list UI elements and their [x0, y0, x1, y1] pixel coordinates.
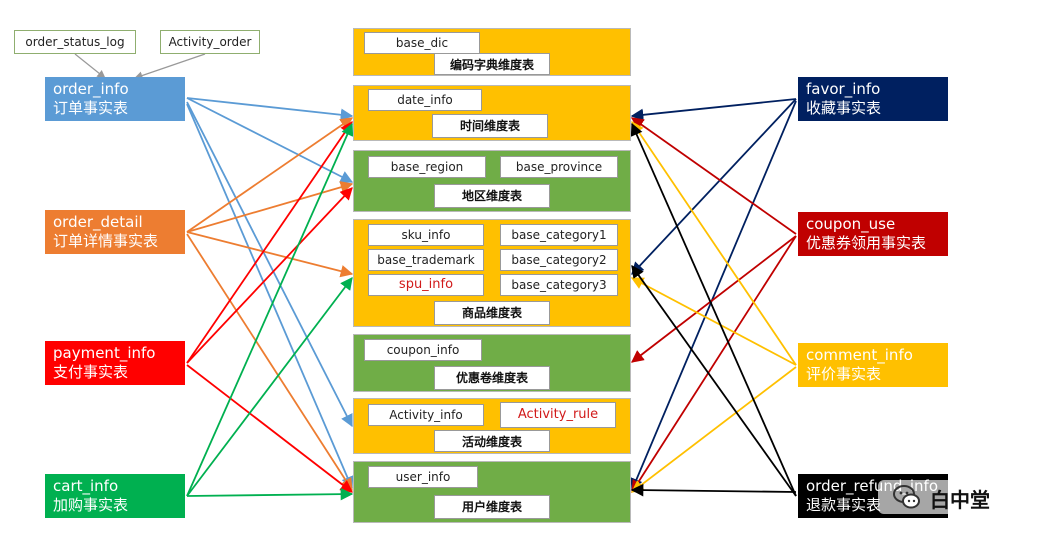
fact-name: comment_info	[806, 346, 913, 364]
arrow-detail-to-user	[186, 233, 353, 492]
table-spu-info: spu_info	[368, 274, 484, 296]
arrow-couponuse-to-coupon	[631, 235, 797, 363]
arrow-detail-to-product	[186, 231, 354, 278]
table-user-info: user_info	[368, 466, 478, 488]
arrow-refund-to-product	[631, 264, 797, 497]
dim-caption: 地区维度表	[434, 184, 550, 208]
arrow-detail-to-date	[186, 117, 354, 233]
table-activity-info: Activity_info	[368, 404, 484, 426]
wechat-icon	[892, 483, 922, 511]
table-base-dic: base_dic	[364, 32, 480, 54]
arrow-cart-to-product	[186, 276, 353, 497]
fact-title: 支付事实表	[53, 363, 129, 381]
dim-user: user_info 用户维度表	[353, 461, 631, 523]
fact-cart-info: cart_info 加购事实表	[45, 474, 185, 518]
fact-order-detail: order_detail 订单详情事实表	[45, 210, 185, 254]
fact-comment-info: comment_info 评价事实表	[798, 343, 948, 387]
dim-caption: 优惠卷维度表	[434, 366, 550, 390]
dim-caption: 时间维度表	[432, 114, 548, 138]
table-base-province: base_province	[500, 156, 618, 178]
arrow-order-to-activity	[186, 101, 353, 428]
table-base-category2: base_category2	[500, 249, 618, 271]
table-activity-rule: Activity_rule	[500, 402, 616, 428]
table-base-region: base_region	[368, 156, 486, 178]
dim-product: sku_info base_category1 base_trademark b…	[353, 219, 631, 327]
dim-dictionary: base_dic 编码字典维度表	[353, 28, 631, 76]
table-base-category3: base_category3	[500, 274, 618, 296]
table-coupon-info: coupon_info	[364, 339, 482, 361]
wechat-watermark: 白中堂	[878, 480, 1018, 514]
arrow-comment-to-date	[631, 120, 797, 366]
fact-title: 退款事实表	[806, 496, 882, 514]
dim-caption: 商品维度表	[434, 301, 550, 325]
dim-caption: 用户维度表	[434, 495, 550, 519]
fact-title: 订单事实表	[53, 99, 129, 117]
fact-name: coupon_use	[806, 215, 896, 233]
arrow-comment-to-product	[630, 277, 797, 366]
table-sku-info: sku_info	[368, 224, 484, 246]
arrow-payment-to-date	[186, 120, 353, 364]
fact-order-info: order_info 订单事实表	[45, 77, 185, 121]
arrow-cart-to-user	[186, 487, 354, 501]
arrow-payment-to-user	[186, 364, 353, 493]
arrow-comment-to-user	[630, 366, 797, 493]
table-base-trademark: base_trademark	[368, 249, 484, 271]
arrow-source-1	[134, 53, 206, 80]
dim-date: date_info 时间维度表	[353, 85, 631, 141]
dim-activity: Activity_info Activity_rule 活动维度表	[353, 398, 631, 454]
arrow-refund-to-user	[630, 483, 797, 497]
arrow-detail-to-region	[186, 181, 354, 233]
fact-name: favor_info	[806, 80, 881, 98]
fact-name: cart_info	[53, 477, 119, 495]
arrow-favor-to-product	[631, 98, 797, 275]
source-table-order-status-log: order_status_log	[14, 30, 136, 54]
arrow-refund-to-date	[630, 122, 797, 497]
table-base-category1: base_category1	[500, 224, 618, 246]
arrow-order-to-user	[186, 103, 354, 490]
dim-caption: 编码字典维度表	[434, 53, 550, 75]
arrow-order-to-date	[186, 97, 354, 122]
arrow-order-to-region	[186, 97, 354, 183]
arrow-couponuse-to-date	[630, 117, 797, 235]
fact-payment-info: payment_info 支付事实表	[45, 341, 185, 385]
dim-region: base_region base_province 地区维度表	[353, 150, 631, 212]
fact-favor-info: favor_info 收藏事实表	[798, 77, 948, 121]
arrow-payment-to-region	[186, 187, 353, 364]
dim-coupon: coupon_info 优惠卷维度表	[353, 334, 631, 392]
arrow-favor-to-user	[630, 100, 797, 492]
fact-title: 评价事实表	[806, 365, 882, 383]
fact-coupon-use: coupon_use 优惠券领用事实表	[798, 212, 948, 256]
fact-name: payment_info	[53, 344, 156, 362]
fact-title: 优惠券领用事实表	[806, 234, 927, 252]
dim-caption: 活动维度表	[434, 430, 550, 452]
table-date-info: date_info	[368, 89, 482, 111]
fact-title: 收藏事实表	[806, 99, 882, 117]
fact-name: order_info	[53, 80, 129, 98]
arrow-favor-to-date	[630, 98, 797, 122]
arrow-cart-to-date	[186, 122, 354, 497]
source-table-activity-order: Activity_order	[160, 30, 260, 54]
arrow-couponuse-to-user	[631, 235, 797, 494]
arrow-source-0	[74, 53, 106, 79]
fact-title: 加购事实表	[53, 496, 129, 514]
watermark-text: 白中堂	[930, 488, 990, 512]
fact-title: 订单详情事实表	[53, 232, 159, 250]
fact-name: order_detail	[53, 213, 143, 231]
